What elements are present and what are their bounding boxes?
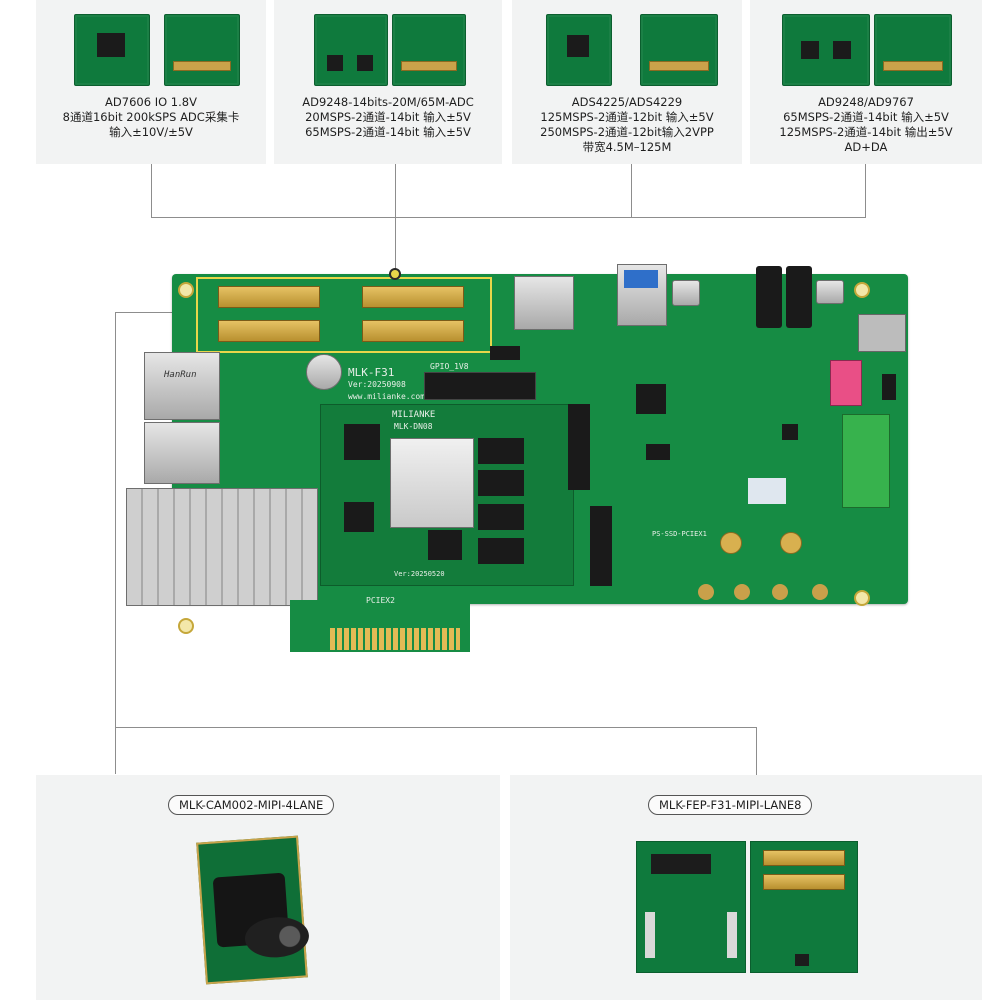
pmic-chip xyxy=(344,502,374,532)
ddr-chip-1 xyxy=(478,438,524,464)
module-image-ads4225-right xyxy=(640,14,718,86)
ic-chip xyxy=(636,384,666,414)
coin-battery xyxy=(306,354,342,390)
power-jack xyxy=(858,314,906,352)
module-image-ad9767-right xyxy=(874,14,952,86)
fmc-connector-1 xyxy=(218,286,320,308)
m2-label: PS-SSD-PCIEX1 xyxy=(652,530,707,538)
ic-chip-small xyxy=(646,444,670,460)
board-name-label: MLK-F31 xyxy=(348,366,395,379)
ethernet-jack-2 xyxy=(144,422,220,484)
audio-jack-1 xyxy=(756,266,782,328)
pcie-label: PCIEX2 xyxy=(366,596,395,605)
ddr-chip-4 xyxy=(478,538,524,564)
sma-connector-3 xyxy=(772,584,788,600)
module-caption-ad7606: AD7606 IO 1.8V 8通道16bit 200kSPS ADC采集卡 输… xyxy=(62,95,240,139)
module-panel-fep-f31: MLK-FEP-F31-MIPI-LANE8 xyxy=(510,775,982,1000)
module-caption-ad9767: AD9248/AD9767 65MSPS-2通道-14bit 输入±5V 125… xyxy=(779,95,953,154)
module-panel-ad9248-adc: AD9248-14bits-20M/65M-ADC 20MSPS-2通道-14b… xyxy=(274,0,502,164)
module-panel-ad7606: AD7606 IO 1.8V 8通道16bit 200kSPS ADC采集卡 输… xyxy=(36,0,266,164)
module-tag-fep-f31: MLK-FEP-F31-MIPI-LANE8 xyxy=(648,795,813,815)
module-image-ad9767-left xyxy=(782,14,870,86)
connector-line xyxy=(151,164,152,218)
module-image-ad7606-right xyxy=(164,14,240,86)
fmc-connector-3 xyxy=(218,320,320,342)
m2-mount-2 xyxy=(780,532,802,554)
sma-connector-4 xyxy=(812,584,828,600)
usb-c-port-2 xyxy=(816,280,844,304)
connector-line xyxy=(115,312,183,313)
m2-slot-1 xyxy=(568,404,590,490)
module-image-ads4225-left xyxy=(546,14,612,86)
core-module-label: MLK-DN08 xyxy=(394,422,433,431)
module-panel-ads4225: ADS4225/ADS4229 125MSPS-2通道-12bit 输入±5V … xyxy=(512,0,742,164)
connector-line xyxy=(865,164,866,218)
board-site-label: www.milianke.com xyxy=(348,392,426,401)
board-version-label: Ver:20250908 xyxy=(348,380,406,389)
fmc-connector-highlight xyxy=(196,277,492,353)
connector-line xyxy=(756,727,757,775)
connector-line xyxy=(631,164,632,218)
white-sticker xyxy=(748,478,786,504)
sma-connector-1 xyxy=(698,584,714,600)
usb-c-port xyxy=(672,280,700,306)
sfp-cage xyxy=(126,488,318,606)
fmc-connector-2 xyxy=(362,286,464,308)
connector-line xyxy=(115,727,757,728)
module-image-ad9248-right xyxy=(392,14,466,86)
core-version-label: Ver:20250520 xyxy=(394,570,445,578)
sma-connector-2 xyxy=(734,584,750,600)
module-caption-ads4225: ADS4225/ADS4229 125MSPS-2通道-12bit 输入±5V … xyxy=(540,95,714,154)
mounting-hole xyxy=(854,282,870,298)
ethernet-jack-1 xyxy=(144,352,220,420)
pink-dip-switch xyxy=(830,360,862,406)
module-panel-ad9767: AD9248/AD9767 65MSPS-2通道-14bit 输入±5V 125… xyxy=(750,0,982,164)
mounting-hole xyxy=(178,618,194,634)
audio-jack-2 xyxy=(786,266,812,328)
module-image-ad9248-left xyxy=(314,14,388,86)
highlight-dot xyxy=(389,268,401,280)
ddr-chip-3 xyxy=(478,504,524,530)
camera-module-image xyxy=(196,835,311,985)
module-tag-cam002: MLK-CAM002-MIPI-4LANE xyxy=(168,795,335,815)
connector-line xyxy=(151,217,865,218)
m2-slot-2 xyxy=(590,506,612,586)
fpga-board: MLK-F31 Ver:20250908 www.milianke.com GP… xyxy=(126,264,908,634)
connector-line xyxy=(395,164,396,276)
module-caption-ad9248-adc: AD9248-14bits-20M/65M-ADC 20MSPS-2通道-14b… xyxy=(302,95,474,139)
pcie-gold-fingers xyxy=(330,628,460,650)
fep-module-image-right xyxy=(750,841,858,973)
gpio-header xyxy=(424,372,536,400)
connector-line xyxy=(115,312,116,774)
fpga-chip xyxy=(390,438,474,528)
emmc-chip xyxy=(428,530,462,560)
ic-chip-small xyxy=(782,424,798,440)
flash-chip xyxy=(344,424,380,460)
m2-mount-1 xyxy=(720,532,742,554)
hdmi-port xyxy=(514,276,574,330)
fep-module-image-left xyxy=(636,841,746,973)
ddr-chip-2 xyxy=(478,470,524,496)
core-brand-label: MILIANKE xyxy=(392,410,436,420)
ethernet-brand-label: HanRun xyxy=(164,370,197,380)
gpio-label: GPIO_1V8 xyxy=(430,362,469,371)
mounting-hole xyxy=(178,282,194,298)
power-switch xyxy=(882,374,896,400)
fmc-connector-4 xyxy=(362,320,464,342)
usb-port-tongue xyxy=(624,270,658,288)
module-panel-cam002: MLK-CAM002-MIPI-4LANE xyxy=(36,775,500,1000)
small-header xyxy=(490,346,520,360)
module-image-ad7606-left xyxy=(74,14,150,86)
mounting-hole xyxy=(854,590,870,606)
terminal-block xyxy=(842,414,890,508)
